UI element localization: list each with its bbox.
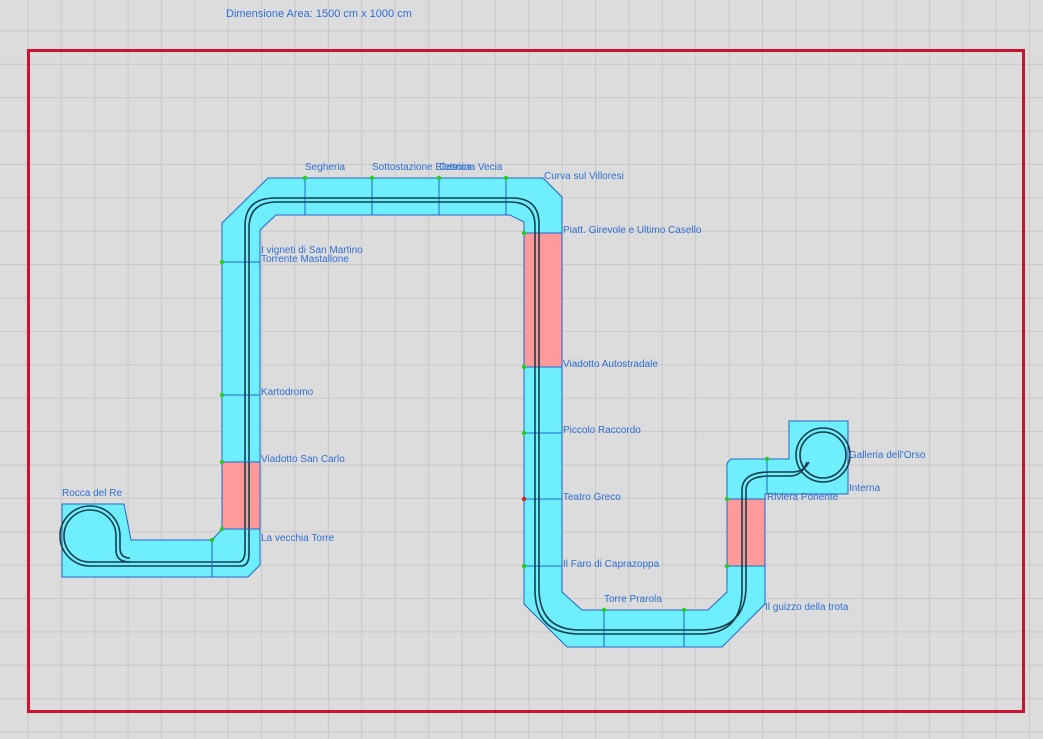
connection-node[interactable] bbox=[209, 537, 215, 543]
track-loop-right-inner bbox=[795, 427, 851, 483]
area-dimension-caption: Dimensione Area: 1500 cm x 1000 cm bbox=[226, 8, 412, 20]
module-torrente-mastallone[interactable] bbox=[221, 261, 261, 396]
label-piccolo-raccordo: Piccolo Raccordo bbox=[563, 425, 641, 436]
connection-node[interactable] bbox=[503, 175, 509, 181]
connection-node[interactable] bbox=[302, 175, 308, 181]
label-cascina-vecia: Cascina Vecia bbox=[439, 162, 503, 173]
track-main-inner bbox=[90, 201, 810, 635]
module-guizzo-trota[interactable] bbox=[683, 565, 766, 648]
area-boundary bbox=[27, 49, 1025, 713]
label-viadotto-autostradale: Viadotto Autostradale bbox=[563, 359, 658, 370]
connection-node[interactable] bbox=[436, 175, 442, 181]
module-sottostazione[interactable] bbox=[371, 177, 440, 216]
connection-node[interactable] bbox=[724, 496, 730, 502]
label-rocca-del-re: Rocca del Re bbox=[62, 488, 122, 499]
module-kartodromo[interactable] bbox=[221, 394, 261, 463]
module-teatro-greco[interactable] bbox=[523, 498, 563, 567]
module-cascina-vecia[interactable] bbox=[438, 177, 507, 216]
label-piatt-girevole: Piatt. Girevole e Ultimo Casello bbox=[563, 225, 702, 236]
connection-node[interactable] bbox=[521, 563, 527, 569]
connection-node[interactable] bbox=[369, 175, 375, 181]
label-curva-villoresi: Curva sul Villoresi bbox=[544, 171, 624, 182]
connection-node[interactable] bbox=[521, 230, 527, 236]
label-viadotto-san-carlo: Viadotto San Carlo bbox=[261, 454, 345, 465]
module-piatt-girevole[interactable] bbox=[523, 232, 563, 368]
module-faro-caprazoppa[interactable] bbox=[523, 565, 605, 648]
label-segheria: Segheria bbox=[305, 162, 345, 173]
connection-node[interactable] bbox=[219, 526, 225, 532]
connection-node[interactable] bbox=[521, 430, 527, 436]
label-guizzo-trota: Il guizzo della trota bbox=[765, 602, 849, 613]
connection-node[interactable] bbox=[681, 607, 687, 613]
module-viadotto-autostradale[interactable] bbox=[523, 366, 563, 434]
module-torre-prarola[interactable] bbox=[603, 609, 685, 648]
label-interna: Interna bbox=[849, 483, 881, 494]
module-la-vecchia-torre[interactable] bbox=[211, 528, 261, 578]
track-loop-right bbox=[799, 431, 847, 479]
connection-node[interactable] bbox=[601, 607, 607, 613]
label-la-vecchia-torre: La vecchia Torre bbox=[261, 533, 335, 544]
connection-node-warning[interactable] bbox=[521, 496, 527, 502]
module-piccolo-raccordo[interactable] bbox=[523, 432, 563, 500]
track-loop-left-inner bbox=[59, 505, 131, 567]
track-loop-left bbox=[63, 509, 131, 563]
track-main bbox=[90, 197, 808, 631]
label-kartodromo: Kartodromo bbox=[261, 387, 314, 398]
connection-node[interactable] bbox=[724, 563, 730, 569]
module-segheria[interactable] bbox=[304, 177, 373, 216]
label-galleria-orso: Galleria dell'Orso bbox=[849, 450, 926, 461]
label-riviera-ponente: Riviera Ponente bbox=[767, 492, 839, 503]
label-faro-caprazoppa: Il Faro di Caprazoppa bbox=[563, 559, 660, 570]
connection-node[interactable] bbox=[521, 364, 527, 370]
connection-node[interactable] bbox=[764, 456, 770, 462]
label-teatro-greco: Teatro Greco bbox=[563, 492, 621, 503]
connection-node[interactable] bbox=[219, 459, 225, 465]
label-sottostazione: Sottostazione Elettrica bbox=[372, 162, 472, 173]
label-torre-prarola: Torre Prarola bbox=[604, 594, 662, 605]
connection-node[interactable] bbox=[219, 392, 225, 398]
label-vigneti-san-martino: I vigneti di San Martino bbox=[261, 245, 363, 256]
connection-node[interactable] bbox=[219, 259, 225, 265]
module-viadotto-san-carlo[interactable] bbox=[221, 461, 261, 530]
label-torrente-mastallone: Torrente Mastallone bbox=[261, 254, 349, 265]
